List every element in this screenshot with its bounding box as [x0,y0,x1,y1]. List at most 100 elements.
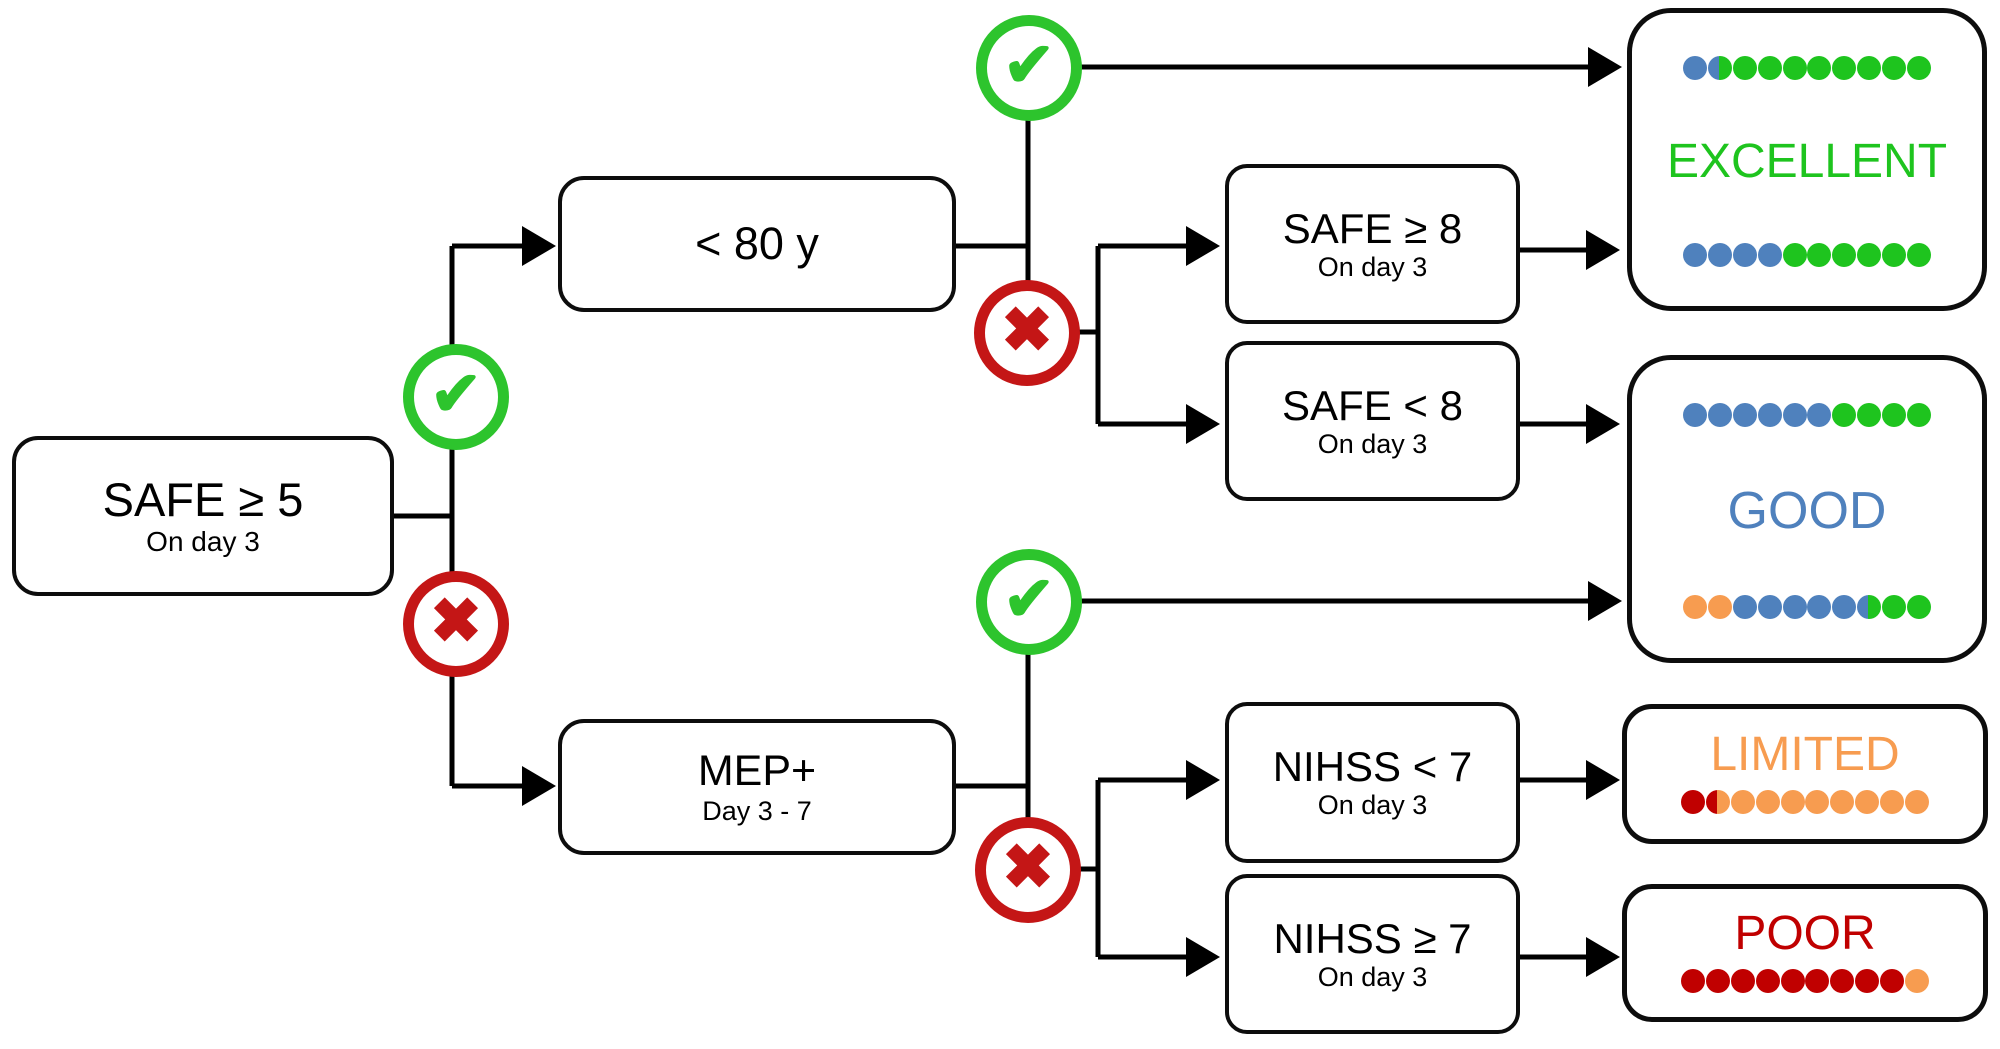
check-icon: ✔ [976,549,1082,655]
dot [1757,56,1782,80]
dot [1805,790,1830,814]
dot [1683,403,1708,427]
dot [1757,403,1782,427]
dot-row [1683,242,1931,268]
node-title: SAFE ≥ 8 [1282,204,1463,252]
dot [1733,56,1758,80]
dot [1780,790,1805,814]
check-icon: ✔ [403,344,509,450]
dot [1854,790,1879,814]
dot [1755,790,1780,814]
check-glyph: ✔ [1003,31,1055,100]
dot [1706,969,1731,993]
dot [1807,595,1832,619]
dot [1805,969,1830,993]
dot [1782,56,1807,80]
node-title: NIHSS ≥ 7 [1273,914,1472,962]
dot [1830,790,1855,814]
dot [1906,403,1931,427]
dot-row [1683,402,1931,428]
dot [1782,595,1807,619]
check-glyph: ✔ [430,360,482,429]
node-subtitle: On day 3 [1317,251,1428,282]
dot [1881,403,1906,427]
dot [1830,969,1855,993]
check-glyph: ✔ [1003,565,1055,634]
dot [1708,595,1733,619]
dot [1782,403,1807,427]
dot [1780,969,1805,993]
node-subtitle: On day 3 [1317,428,1428,459]
dot [1906,56,1931,80]
dot [1832,595,1857,619]
node-safe-lt8: SAFE < 8 On day 3 [1225,341,1520,501]
cross-glyph: ✖ [430,587,482,656]
dot [1733,595,1758,619]
outcome-label: GOOD [1727,482,1887,540]
dot [1906,243,1931,267]
node-subtitle: On day 3 [1317,961,1428,992]
dot [1856,56,1881,80]
dot [1733,403,1758,427]
dot [1904,969,1929,993]
dot [1807,56,1832,80]
outcome-limited: LIMITED [1622,704,1988,844]
node-subtitle: On day 3 [146,526,260,558]
node-safe-ge8: SAFE ≥ 8 On day 3 [1225,164,1520,324]
dot-row [1681,789,1929,815]
dot [1683,243,1708,267]
dot [1807,243,1832,267]
cross-glyph: ✖ [1001,296,1053,365]
node-title: < 80 y [695,217,819,269]
node-title: NIHSS < 7 [1272,743,1473,791]
dot [1881,595,1906,619]
dot [1881,243,1906,267]
check-icon: ✔ [976,15,1082,121]
dot [1881,56,1906,80]
dot [1681,969,1706,993]
dot [1904,790,1929,814]
cross-icon: ✖ [403,571,509,677]
node-subtitle: Day 3 - 7 [702,795,812,826]
dot [1757,595,1782,619]
dot [1681,790,1706,814]
outcome-label: LIMITED [1710,728,1900,781]
cross-glyph: ✖ [1002,833,1054,902]
dot [1832,56,1857,80]
dot-row [1683,55,1931,81]
cross-icon: ✖ [974,280,1080,386]
dot [1854,969,1879,993]
node-title: SAFE ≥ 5 [102,472,304,526]
dot [1856,243,1881,267]
dot-row [1681,968,1929,994]
dot [1708,56,1733,80]
node-nihss-ge7: NIHSS ≥ 7 On day 3 [1225,874,1520,1034]
node-age-lt-80: < 80 y [558,176,956,312]
node-title: SAFE < 8 [1282,381,1463,429]
dot [1782,243,1807,267]
node-nihss-lt7: NIHSS < 7 On day 3 [1225,702,1520,863]
dot [1906,595,1931,619]
dot [1832,403,1857,427]
outcome-label: POOR [1734,907,1876,960]
dot [1856,403,1881,427]
node-safe-ge5: SAFE ≥ 5 On day 3 [12,436,394,596]
dot [1706,790,1731,814]
dot [1757,243,1782,267]
dot [1755,969,1780,993]
outcome-excellent: EXCELLENT [1627,8,1987,311]
outcome-good: GOOD [1627,355,1987,663]
dot [1832,243,1857,267]
node-subtitle: On day 3 [1317,790,1428,821]
dot [1708,403,1733,427]
node-title: MEP+ [697,747,817,796]
outcome-poor: POOR [1622,884,1988,1022]
dot [1807,403,1832,427]
dot [1879,969,1904,993]
dot [1683,56,1708,80]
cross-icon: ✖ [975,817,1081,923]
dot [1879,790,1904,814]
node-mep-plus: MEP+ Day 3 - 7 [558,719,956,855]
dot [1733,243,1758,267]
outcome-label: EXCELLENT [1666,134,1948,188]
